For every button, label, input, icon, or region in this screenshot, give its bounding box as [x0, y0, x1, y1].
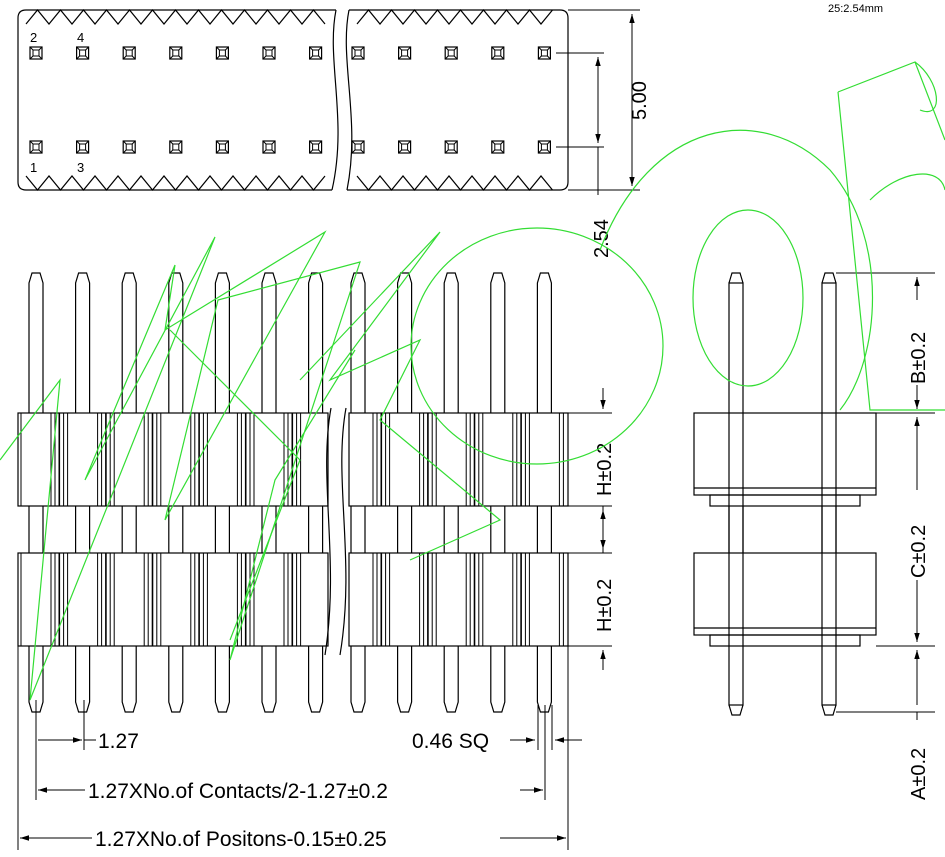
pad: [491, 140, 505, 154]
watermark-outline: [0, 61, 945, 701]
front-view: H±0.2 H±0.2 1.27 0.46 SQ 1.27XNo.of Cont…: [17, 272, 616, 851]
pin: [214, 272, 230, 713]
pad: [444, 46, 458, 60]
pad: [309, 46, 323, 60]
lower-housing-left: [17, 552, 329, 647]
top-view: 2 4 1 3 5.00 2.54: [17, 9, 651, 258]
dim-text-h-upper: H±0.2: [594, 443, 616, 496]
break-line-front-b: [339, 407, 347, 656]
pad: [169, 140, 183, 154]
housing-segment-lines: [20, 413, 564, 646]
pin-visible-segments: [28, 506, 553, 553]
dim-text-1-27: 1.27: [98, 730, 139, 753]
pad: [537, 140, 552, 154]
pin: [443, 272, 459, 713]
dim-text-5-00: 5.00: [629, 81, 651, 120]
pad: [75, 140, 90, 154]
pad: [262, 140, 276, 154]
pad: [309, 140, 323, 154]
dim-text-b: B±0.2: [908, 332, 930, 384]
pin-array: [28, 272, 552, 713]
dim-text-h-lower: H±0.2: [594, 579, 616, 632]
pin: [308, 272, 324, 713]
side-upper-housing: [693, 412, 877, 496]
pad: [215, 140, 229, 154]
pin: [75, 272, 91, 713]
side-view: B±0.2 C±0.2 A±0.2: [693, 272, 935, 800]
top-view-outline-left: [17, 9, 336, 191]
pin: [261, 272, 277, 713]
pad: [351, 140, 365, 154]
pin-number-4: 4: [77, 30, 84, 45]
pin: [121, 272, 137, 713]
dim-text-2-54: 2.54: [591, 219, 613, 258]
pin: [490, 272, 506, 713]
top-view-outline-right: [347, 9, 569, 191]
dim-text-positions: 1.27XNo.of Positons-0.15±0.25: [95, 828, 387, 851]
pad: [215, 46, 229, 60]
pad: [398, 140, 412, 154]
pin-number-2: 2: [30, 30, 37, 45]
dim-text-a: A±0.2: [908, 748, 930, 800]
dim-text-contacts: 1.27XNo.of Contacts/2-1.27±0.2: [88, 780, 388, 803]
pad: [122, 140, 136, 154]
top-view-zigzag-top: [25, 9, 553, 25]
upper-housing-left: [17, 412, 329, 507]
pin: [350, 272, 366, 713]
pad: [444, 140, 458, 154]
pad-array: [29, 46, 552, 154]
pad: [398, 46, 412, 60]
break-line-top-a: [331, 9, 339, 191]
pin: [397, 272, 413, 713]
side-pin-right: [821, 282, 837, 706]
top-view-zigzag-bottom: [25, 175, 553, 191]
break-line-front-a: [324, 407, 332, 656]
dim-text-0-46-sq: 0.46 SQ: [412, 730, 489, 753]
pad: [262, 46, 276, 60]
pin: [536, 272, 552, 713]
pad: [537, 46, 552, 60]
break-line-top-b: [345, 9, 353, 191]
pad: [29, 140, 43, 154]
dim-text-c: C±0.2: [908, 525, 930, 578]
pad: [75, 46, 90, 60]
pin-number-1: 1: [30, 160, 37, 175]
pad: [491, 46, 505, 60]
scale-note: 25:2.54mm: [828, 3, 883, 15]
side-pin-left: [728, 282, 744, 706]
pad: [351, 46, 365, 60]
side-lower-housing: [693, 552, 877, 636]
pad: [122, 46, 136, 60]
pad: [29, 46, 43, 60]
pin-number-3: 3: [77, 160, 84, 175]
pad: [169, 46, 183, 60]
